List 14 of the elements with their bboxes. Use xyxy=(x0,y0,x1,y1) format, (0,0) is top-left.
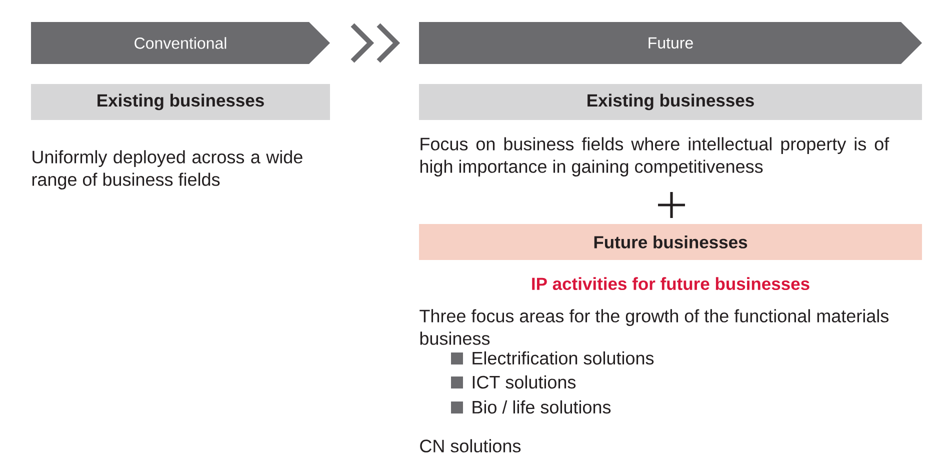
header-box: Existing businesses xyxy=(419,84,922,120)
bullet-text: Electrification solutions xyxy=(472,351,654,365)
bullet-text: Bio / life solutions xyxy=(472,400,611,414)
arrow-band: Future xyxy=(419,22,922,64)
header-box: Existing businesses xyxy=(31,84,330,120)
paragraph-text: CN solutions xyxy=(420,439,521,452)
paragraph-text: Uniformly deployed across a wide range of business fields xyxy=(32,150,302,190)
arrow-band: Conventional xyxy=(31,22,330,64)
section-heading: IP activities for future businesses xyxy=(532,277,810,290)
paragraph-text: Focus on business fields where intellectual property is of high importance in gaining competitiveness xyxy=(420,137,890,176)
bullet-text: ICT solutions xyxy=(472,375,576,389)
paragraph-text: Three focus areas for the growth of the functional materials business xyxy=(420,309,888,345)
header-box: Future businesses xyxy=(419,224,922,260)
chevron-arrow xyxy=(350,22,400,64)
